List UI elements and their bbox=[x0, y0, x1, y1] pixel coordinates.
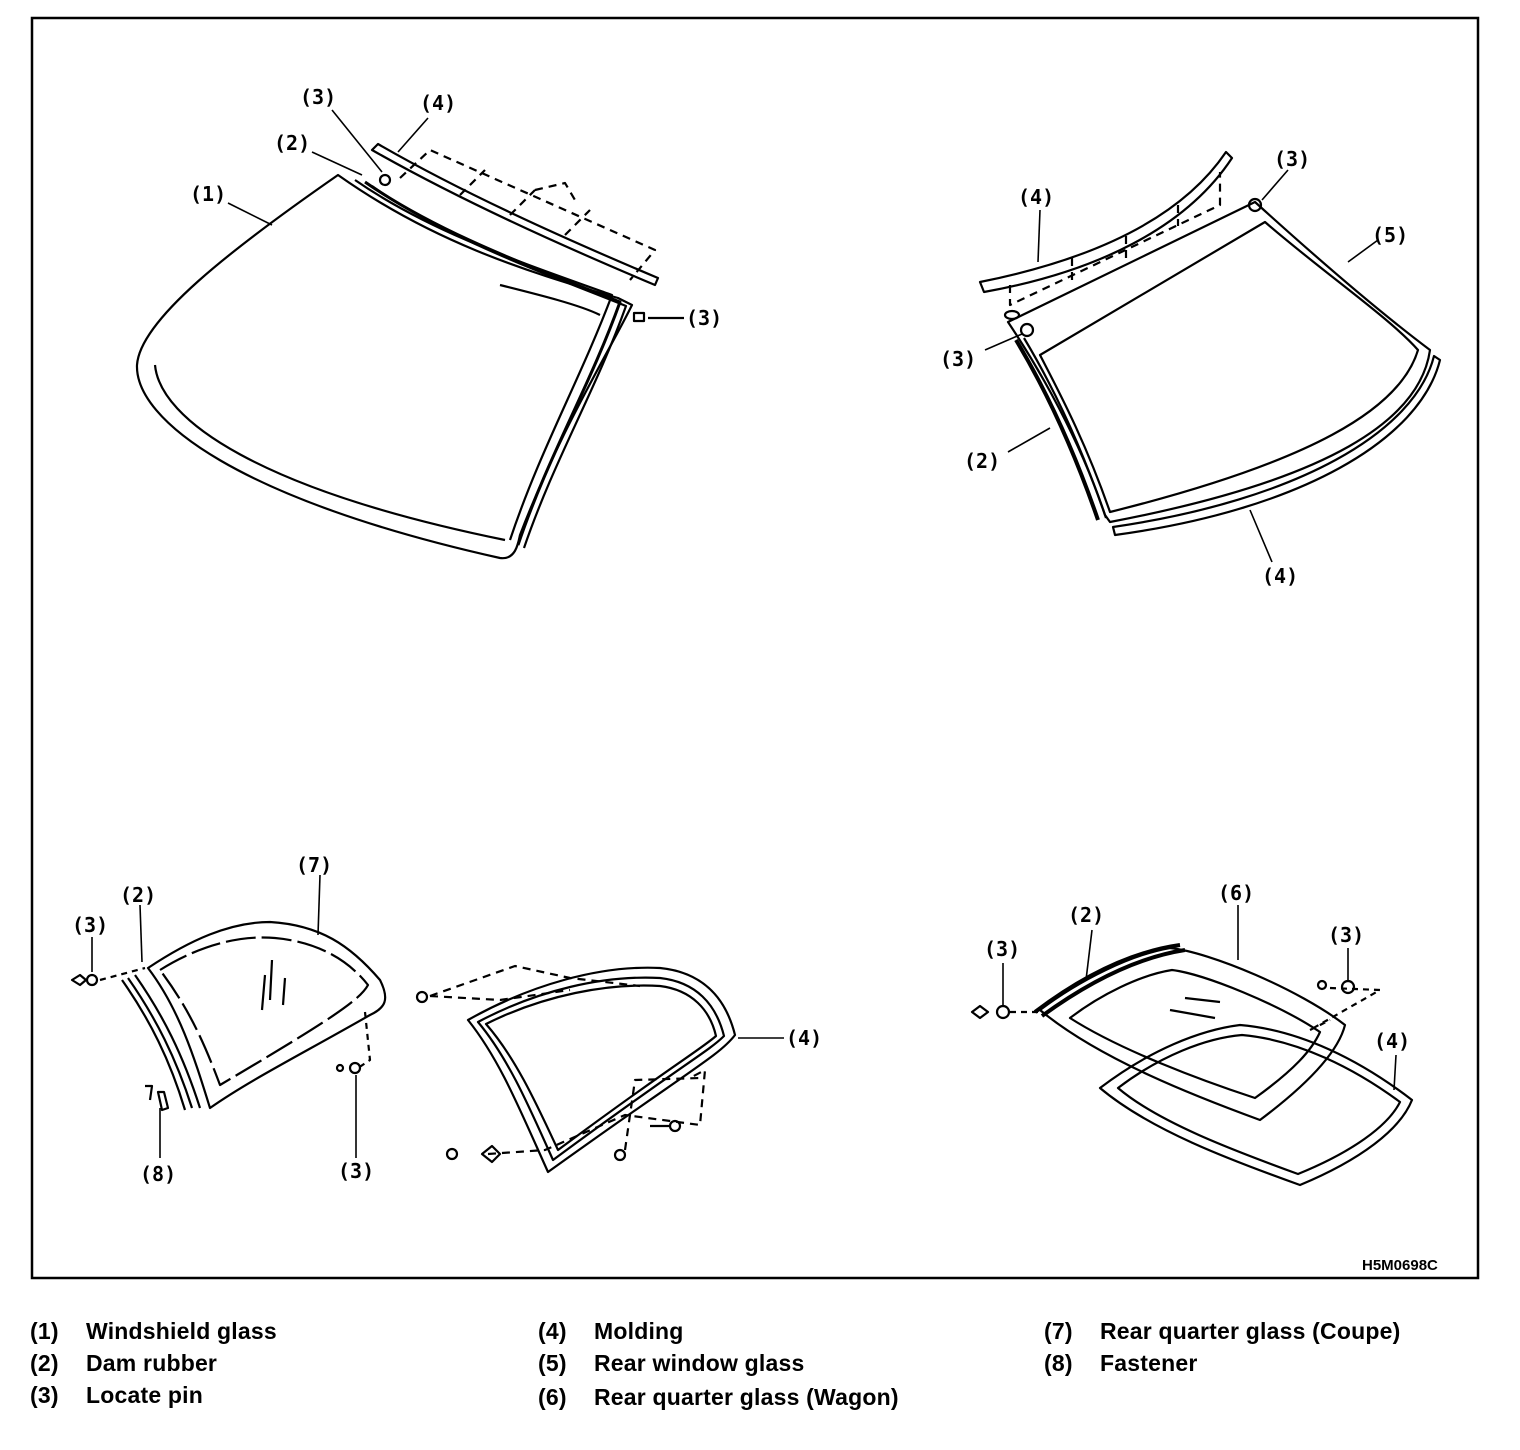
parts-legend: (1) Windshield glass (2) Dam rubber (3) … bbox=[0, 1310, 1520, 1420]
locate-pin-icon bbox=[378, 173, 392, 187]
legend-label: Dam rubber bbox=[86, 1350, 218, 1376]
callout-label: (1) bbox=[190, 182, 226, 206]
locate-pin-icon bbox=[70, 973, 88, 987]
locate-pin-icon bbox=[1019, 322, 1035, 338]
callout-label: (3) bbox=[1274, 147, 1310, 171]
legend-label: Rear quarter glass (Wagon) bbox=[594, 1384, 899, 1410]
locate-pin-icon bbox=[632, 311, 646, 323]
wagon-quarter-assembly bbox=[970, 905, 1414, 1187]
parts-diagram: (1) (2) (3) (4) (3) (4) (3) (5) (3) (2) … bbox=[30, 16, 1480, 1280]
callout-label: (3) bbox=[940, 347, 976, 371]
callout-label: (4) bbox=[1374, 1029, 1410, 1053]
locate-pin-icon bbox=[335, 1063, 345, 1073]
rear-window-glass-outline bbox=[1006, 200, 1432, 524]
windshield-assembly bbox=[135, 109, 684, 560]
windshield-molding bbox=[370, 142, 660, 287]
legend-number: (2) bbox=[30, 1350, 59, 1376]
legend-label: Rear window glass bbox=[594, 1350, 805, 1376]
locate-pin-icon bbox=[348, 1061, 362, 1075]
diagram-frame bbox=[30, 16, 1480, 1280]
callout-label: (4) bbox=[1018, 185, 1054, 209]
legend-label: Rear quarter glass (Coupe) bbox=[1100, 1318, 1401, 1344]
callout-label: (4) bbox=[420, 91, 456, 115]
wagon-quarter-glass-inner bbox=[1068, 968, 1322, 1100]
legend-number: (3) bbox=[30, 1382, 59, 1408]
clip-icon bbox=[480, 1144, 502, 1164]
callout-label: (3) bbox=[72, 913, 108, 937]
legend-number: (7) bbox=[1044, 1318, 1073, 1344]
windshield-dam-rubber bbox=[364, 180, 622, 546]
coupe-quarter-molding bbox=[415, 964, 784, 1174]
rear-window-assembly bbox=[978, 150, 1442, 563]
coupe-molding-outline bbox=[466, 966, 737, 1174]
clip-icon bbox=[415, 990, 429, 1004]
coupe-quarter-assembly bbox=[70, 874, 387, 1158]
rear-window-molding-top bbox=[978, 150, 1234, 294]
clip-icon bbox=[650, 1119, 682, 1133]
clip-icon bbox=[445, 1147, 459, 1161]
legend-label: Windshield glass bbox=[86, 1318, 277, 1344]
legend-label: Molding bbox=[594, 1318, 684, 1344]
windshield-glass-outline bbox=[135, 173, 634, 560]
locate-pin-icon bbox=[85, 973, 99, 987]
locate-pin-icon bbox=[1003, 309, 1021, 321]
fastener-icon bbox=[145, 1084, 170, 1112]
wagon-molding-outline bbox=[1098, 1023, 1414, 1187]
callout-label: (3) bbox=[300, 85, 336, 109]
legend-number: (8) bbox=[1044, 1350, 1073, 1376]
callout-label: (3) bbox=[1328, 923, 1364, 947]
callout-label: (7) bbox=[296, 853, 332, 877]
rear-window-dam-rubber bbox=[1014, 338, 1100, 521]
wagon-dam-rubber bbox=[1033, 943, 1186, 1018]
callout-label: (6) bbox=[1218, 881, 1254, 905]
coupe-quarter-glass-inner bbox=[158, 936, 370, 1087]
coupe-quarter-glass-outline bbox=[146, 920, 387, 1110]
legend-label: Locate pin bbox=[86, 1382, 204, 1408]
callout-label: (2) bbox=[1068, 903, 1104, 927]
clip-icon bbox=[613, 1148, 627, 1162]
legend-number: (4) bbox=[538, 1318, 567, 1344]
callout-label: (8) bbox=[140, 1162, 176, 1186]
legend-number: (5) bbox=[538, 1350, 567, 1376]
drawing-code: H5M0698C bbox=[1362, 1257, 1438, 1274]
callout-label: (4) bbox=[1262, 564, 1298, 588]
callout-label: (4) bbox=[786, 1026, 822, 1050]
callout-label: (2) bbox=[964, 449, 1000, 473]
callout-label: (2) bbox=[274, 131, 310, 155]
callout-label: (5) bbox=[1372, 223, 1408, 247]
locate-pin-icon bbox=[970, 1004, 990, 1020]
locate-pin-icon bbox=[995, 1004, 1011, 1020]
legend-number: (6) bbox=[538, 1384, 567, 1410]
rear-window-glass-inner bbox=[1038, 220, 1420, 514]
callout-label: (3) bbox=[984, 937, 1020, 961]
callout-label: (3) bbox=[338, 1159, 374, 1183]
rear-window-molding-bottom bbox=[1111, 354, 1442, 537]
coupe-dam-rubber bbox=[121, 974, 202, 1111]
callout-label: (2) bbox=[120, 883, 156, 907]
windshield-molding-dashed-outline bbox=[399, 148, 657, 281]
locate-pin-icon bbox=[1340, 979, 1356, 995]
locate-pin-icon bbox=[1247, 197, 1263, 213]
locate-pin-icon bbox=[1316, 979, 1328, 991]
legend-number: (1) bbox=[30, 1318, 59, 1344]
legend-label: Fastener bbox=[1100, 1350, 1198, 1376]
windshield-glass-inner-line bbox=[153, 364, 506, 542]
callout-label: (3) bbox=[686, 306, 722, 330]
